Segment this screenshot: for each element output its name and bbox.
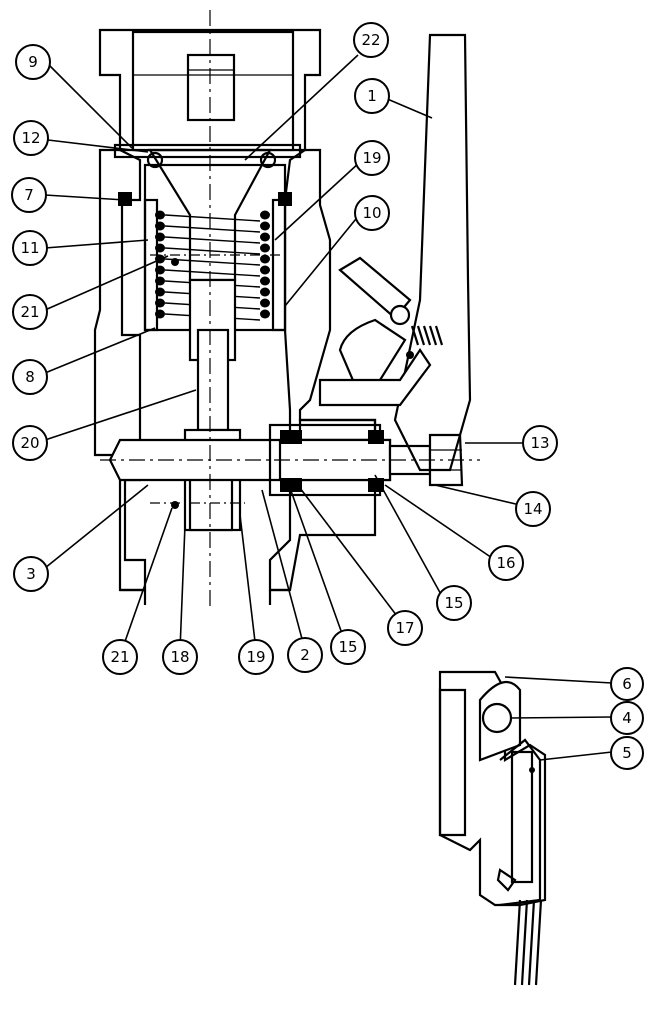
spring-coil bbox=[260, 243, 270, 253]
spring-coil bbox=[260, 254, 270, 264]
svg-text:12: 12 bbox=[21, 129, 40, 147]
callout-18: 18 bbox=[162, 639, 198, 675]
svg-text:15: 15 bbox=[444, 594, 463, 612]
callout-8: 8 bbox=[12, 359, 48, 395]
svg-text:8: 8 bbox=[25, 368, 35, 386]
callout-14: 14 bbox=[515, 491, 551, 527]
spring-coil bbox=[155, 210, 165, 220]
callout-21-lower: 21 bbox=[102, 639, 138, 675]
spring-coil bbox=[260, 210, 270, 220]
svg-text:19: 19 bbox=[246, 648, 265, 666]
callout-3: 3 bbox=[13, 556, 49, 592]
svg-text:16: 16 bbox=[496, 554, 515, 572]
svg-text:20: 20 bbox=[20, 434, 39, 452]
svg-text:14: 14 bbox=[523, 500, 542, 518]
svg-text:1: 1 bbox=[367, 87, 377, 105]
callout-6: 6 bbox=[610, 667, 644, 701]
spring-coil bbox=[155, 243, 165, 253]
svg-text:9: 9 bbox=[28, 53, 38, 71]
svg-text:19: 19 bbox=[362, 149, 381, 167]
callout-20: 20 bbox=[12, 425, 48, 461]
spring-wire bbox=[164, 225, 261, 233]
svg-text:17: 17 bbox=[395, 619, 414, 637]
svg-text:7: 7 bbox=[24, 186, 34, 204]
callout-22: 22 bbox=[353, 22, 389, 58]
svg-text:5: 5 bbox=[622, 744, 632, 762]
spring-coil bbox=[155, 276, 165, 286]
spring-coil bbox=[260, 221, 270, 231]
svg-text:4: 4 bbox=[622, 709, 632, 727]
slot bbox=[186, 53, 236, 122]
svg-text:22: 22 bbox=[361, 31, 380, 49]
spring-coil bbox=[260, 276, 270, 286]
spring-wire bbox=[164, 236, 261, 244]
svg-text:18: 18 bbox=[170, 648, 189, 666]
svg-text:21: 21 bbox=[20, 303, 39, 321]
nut-bore bbox=[131, 30, 295, 152]
handle-lever bbox=[318, 33, 472, 472]
callout-17: 17 bbox=[387, 610, 423, 646]
spring-coil bbox=[155, 232, 165, 242]
callout-16: 16 bbox=[488, 545, 524, 581]
spring-coil bbox=[155, 309, 165, 319]
spring-wire bbox=[164, 258, 261, 266]
svg-text:11: 11 bbox=[20, 239, 39, 257]
callout-15-right: 15 bbox=[436, 585, 472, 621]
spring-wire bbox=[164, 247, 261, 255]
callout-5: 5 bbox=[610, 736, 644, 770]
svg-text:21: 21 bbox=[110, 648, 129, 666]
spring-coil bbox=[260, 287, 270, 297]
spring-coil bbox=[155, 287, 165, 297]
centerlines bbox=[100, 10, 480, 610]
callout-2: 2 bbox=[287, 637, 323, 673]
nut bbox=[428, 433, 464, 487]
svg-text:13: 13 bbox=[530, 434, 549, 452]
callout-11: 11 bbox=[12, 230, 48, 266]
spring-coil bbox=[260, 265, 270, 275]
callout-19-top: 19 bbox=[354, 140, 390, 176]
callout-1: 1 bbox=[354, 78, 390, 114]
svg-text:6: 6 bbox=[622, 675, 632, 693]
callout-10: 10 bbox=[354, 195, 390, 231]
callout-4: 4 bbox=[610, 701, 644, 735]
callout-12: 12 bbox=[13, 120, 49, 156]
callout-7: 7 bbox=[11, 177, 47, 213]
svg-text:15: 15 bbox=[338, 638, 357, 656]
callout-15-bottom: 15 bbox=[330, 629, 366, 665]
callout-21-upper: 21 bbox=[12, 294, 48, 330]
detail-view bbox=[438, 670, 547, 986]
callout-balloons: 9 22 1 12 19 7 10 11 21 8 20 13 14 3 16 … bbox=[11, 22, 644, 770]
leader-lines bbox=[44, 54, 613, 761]
spring-coil bbox=[260, 232, 270, 242]
spring-coil bbox=[260, 309, 270, 319]
stem bbox=[196, 328, 230, 432]
spring-coil bbox=[155, 221, 165, 231]
svg-text:2: 2 bbox=[300, 646, 310, 664]
spring-coil bbox=[155, 298, 165, 308]
svg-text:10: 10 bbox=[362, 204, 381, 222]
spring bbox=[155, 210, 270, 321]
spring-wire bbox=[164, 214, 261, 222]
callout-9: 9 bbox=[15, 44, 51, 80]
callout-13: 13 bbox=[522, 425, 558, 461]
callout-19-bottom: 19 bbox=[238, 639, 274, 675]
spring-wire bbox=[164, 269, 261, 277]
spring-coil bbox=[260, 298, 270, 308]
svg-text:3: 3 bbox=[26, 565, 36, 583]
spring-coil bbox=[155, 265, 165, 275]
